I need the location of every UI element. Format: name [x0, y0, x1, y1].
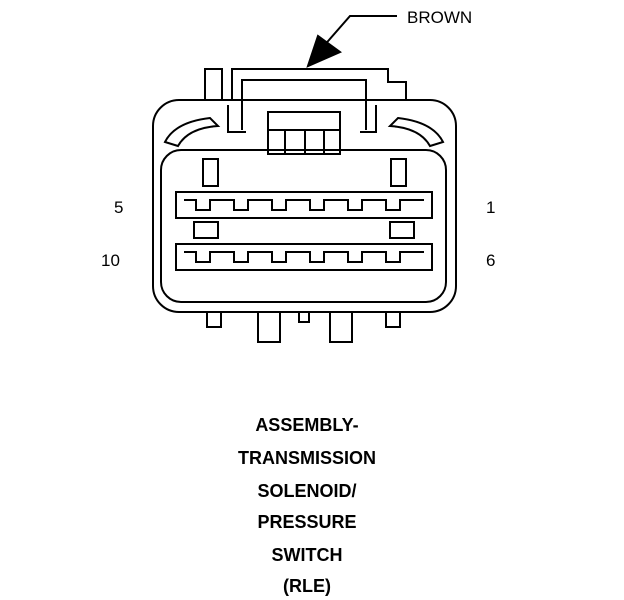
caption-line-3: SOLENOID/: [257, 481, 357, 501]
caption-line-1: ASSEMBLY-: [255, 415, 359, 435]
left-shoulder-slot: [163, 116, 221, 148]
mid-right-key: [389, 221, 415, 239]
pin-label-bottom-left: 10: [101, 251, 120, 270]
terminal-row-top: [175, 191, 433, 219]
caption-line-2: TRANSMISSION: [237, 448, 376, 468]
pin-label-top-left: 5: [114, 198, 124, 217]
pin-label-bottom-right: 6: [486, 251, 496, 270]
top-left-key: [202, 158, 219, 187]
mid-left-key: [193, 221, 219, 239]
wire-color-label: BROWN: [407, 8, 473, 27]
bottom-tabs: [206, 311, 401, 343]
right-shoulder-slot: [387, 116, 445, 148]
connector-shell-inner: [160, 149, 447, 303]
brown-leader-arrow: [306, 15, 397, 68]
caption-line-4: PRESSURE: [257, 512, 357, 532]
caption-line-6: (RLE): [283, 576, 331, 596]
terminal-row-bottom: [175, 243, 433, 271]
pin-label-top-right: 1: [486, 198, 496, 217]
top-right-key: [390, 158, 407, 187]
connector-latch: [204, 68, 407, 155]
caption-line-5: SWITCH: [271, 545, 343, 565]
